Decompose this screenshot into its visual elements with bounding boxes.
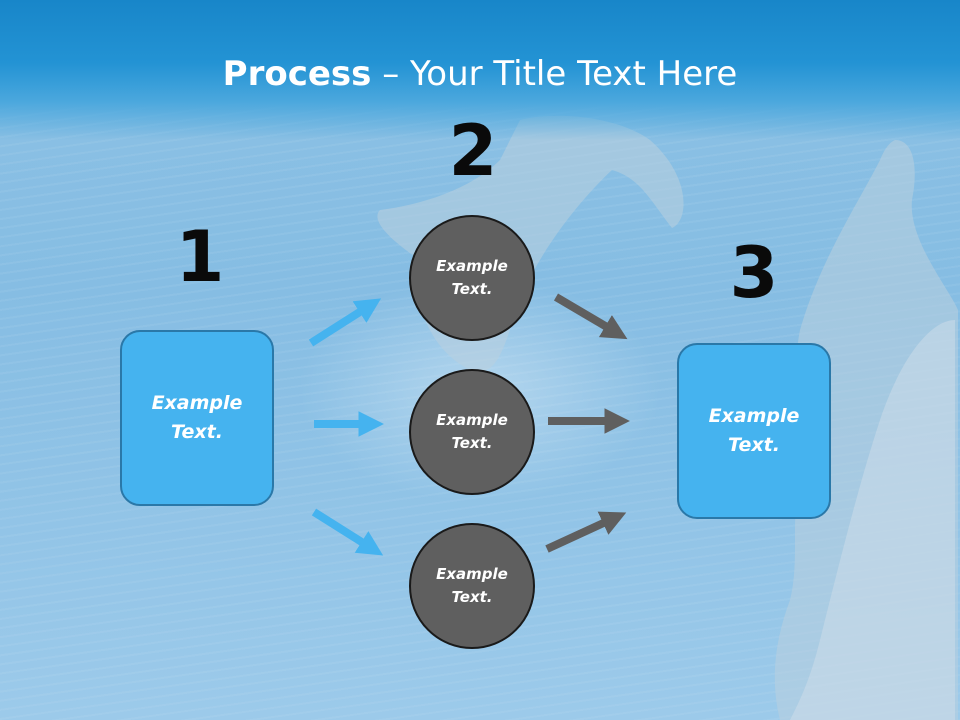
title-rest: Your Title Text Here (410, 54, 738, 94)
circle-text: Example Text. (436, 257, 508, 298)
step-2-circle-middle[interactable]: Example Text. (409, 369, 535, 495)
arrow-up-right-blue (308, 298, 382, 347)
circle-text: Example Text. (436, 565, 508, 606)
step-3-box-text: Example Text. (708, 405, 800, 456)
step-3-box[interactable]: Example Text. (677, 343, 831, 519)
step-2-circle-bottom[interactable]: Example Text. (409, 523, 535, 649)
title-bar (0, 0, 960, 140)
step-number-1: 1 (175, 216, 225, 298)
circle-text: Example Text. (436, 411, 508, 452)
slide-title: Process – Your Title Text Here (0, 52, 960, 96)
title-dash: – (371, 54, 411, 94)
arrow-down-right-blue (311, 508, 384, 556)
arrow-down-right-gray (553, 293, 628, 340)
arrow-up-right-gray (545, 511, 627, 553)
step-1-box[interactable]: Example Text. (120, 330, 274, 506)
step-number-3: 3 (729, 232, 779, 314)
step-number-2: 2 (448, 110, 498, 192)
title-bold: Process (222, 54, 372, 94)
step-1-box-text: Example Text. (151, 392, 243, 443)
step-2-circle-top[interactable]: Example Text. (409, 215, 535, 341)
